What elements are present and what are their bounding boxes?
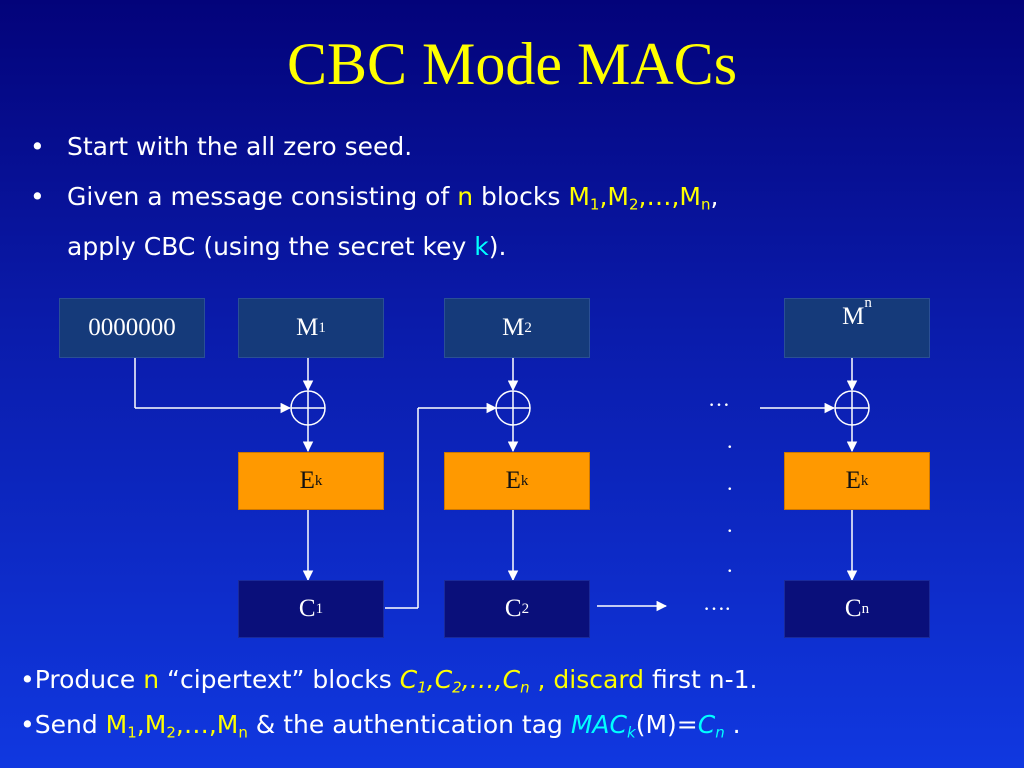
mac-sub-k: k bbox=[627, 723, 636, 742]
m2-letter: ,M bbox=[599, 182, 629, 211]
m1-label: M bbox=[296, 314, 319, 341]
bullet-2-line-1: Given a message consisting of n blocks M… bbox=[67, 182, 719, 214]
mac-tag: MACk bbox=[570, 710, 636, 742]
ellipsis-dot-2: . bbox=[727, 470, 733, 495]
c-sub-1: 1 bbox=[417, 678, 427, 697]
fm-letter-2: ,M bbox=[136, 710, 167, 739]
cn-letter: C bbox=[697, 710, 716, 739]
fm-letter-1: M bbox=[105, 710, 128, 739]
fm-sub-1: 1 bbox=[127, 723, 137, 742]
mn-sub: n bbox=[700, 195, 711, 214]
footer-2-send: •Send bbox=[20, 710, 106, 739]
c2-label: C bbox=[504, 595, 522, 622]
mn-letter: ,…,M bbox=[638, 182, 701, 211]
footer-1-blocks: “cipertext” blocks bbox=[159, 665, 400, 694]
mac-arg: (M)= bbox=[635, 710, 698, 739]
c-sub-n: n bbox=[520, 678, 530, 697]
footer-1-discard: , discard bbox=[529, 665, 645, 694]
footer-2-mblocks: M1,M2,…,Mn bbox=[105, 710, 248, 742]
bullet-2-line-2-end: ). bbox=[488, 232, 507, 261]
footer-line-2: •Send M1,M2,…,Mn & the authentication ta… bbox=[20, 710, 741, 742]
fm-sub-2: 2 bbox=[166, 723, 176, 742]
footer-1-n: n bbox=[143, 665, 160, 694]
footer-2-end: . bbox=[724, 710, 741, 739]
ellipsis-top: … bbox=[708, 386, 730, 411]
bullet-2-line-2: apply CBC (using the secret key k). bbox=[67, 232, 506, 261]
c1-label: C bbox=[298, 595, 316, 622]
m1-letter: M bbox=[568, 182, 590, 211]
bullet-2-text: Given a message consisting of bbox=[67, 182, 458, 211]
message-blocks: M1,M2,…,Mn bbox=[568, 182, 711, 214]
c-letter-1: C bbox=[399, 665, 418, 694]
ellipsis-dot-3: . bbox=[727, 512, 733, 537]
c-letter-n: ,…,C bbox=[461, 665, 521, 694]
e1-label: E bbox=[299, 467, 315, 494]
footer-1-cblocks: C1,C2,…,Cn bbox=[399, 665, 530, 697]
cn-label: C bbox=[844, 595, 862, 622]
c-letter-2: ,C bbox=[426, 665, 453, 694]
ellipsis-bottom: …. bbox=[703, 590, 731, 615]
seed-block: 0000000 bbox=[59, 298, 205, 358]
slide-title: CBC Mode MACs bbox=[286, 31, 738, 97]
e2-label: E bbox=[505, 467, 521, 494]
ellipsis-dot-1: . bbox=[727, 428, 733, 453]
ellipsis-dot-4: . bbox=[727, 552, 733, 577]
footer-line-1: •Produce n “cipertext” blocks C1,C2,…,Cn… bbox=[20, 665, 758, 697]
bullet-2-comma: , bbox=[710, 182, 719, 211]
bullet-2-blocks: blocks bbox=[473, 182, 569, 211]
bullet-marker-1: • bbox=[30, 132, 45, 161]
seed-text: 0000000 bbox=[88, 314, 176, 341]
en-label: E bbox=[845, 467, 861, 494]
bullet-2-line-2-text: apply CBC (using the secret key bbox=[67, 232, 475, 261]
cn-sub: n bbox=[715, 723, 725, 742]
m2-sub: 2 bbox=[628, 195, 639, 214]
c-sub-2: 2 bbox=[452, 678, 462, 697]
footer-1-produce: •Produce bbox=[20, 665, 144, 694]
fm-sub-n: n bbox=[238, 723, 248, 742]
bullet-marker-2: • bbox=[30, 182, 45, 211]
bullet-1-text: Start with the all zero seed. bbox=[67, 132, 413, 161]
m1-sub: 1 bbox=[589, 195, 600, 214]
mac-result: Cn bbox=[697, 710, 725, 742]
fm-letter-n: ,…,M bbox=[175, 710, 239, 739]
footer-2-tag-text: & the authentication tag bbox=[247, 710, 571, 739]
mn-label: M bbox=[842, 303, 865, 330]
mac-label: MAC bbox=[570, 710, 627, 739]
footer-1-first: first n-1. bbox=[644, 665, 758, 694]
secret-key-k: k bbox=[474, 232, 489, 261]
m2-label: M bbox=[502, 314, 525, 341]
var-n: n bbox=[457, 182, 474, 211]
